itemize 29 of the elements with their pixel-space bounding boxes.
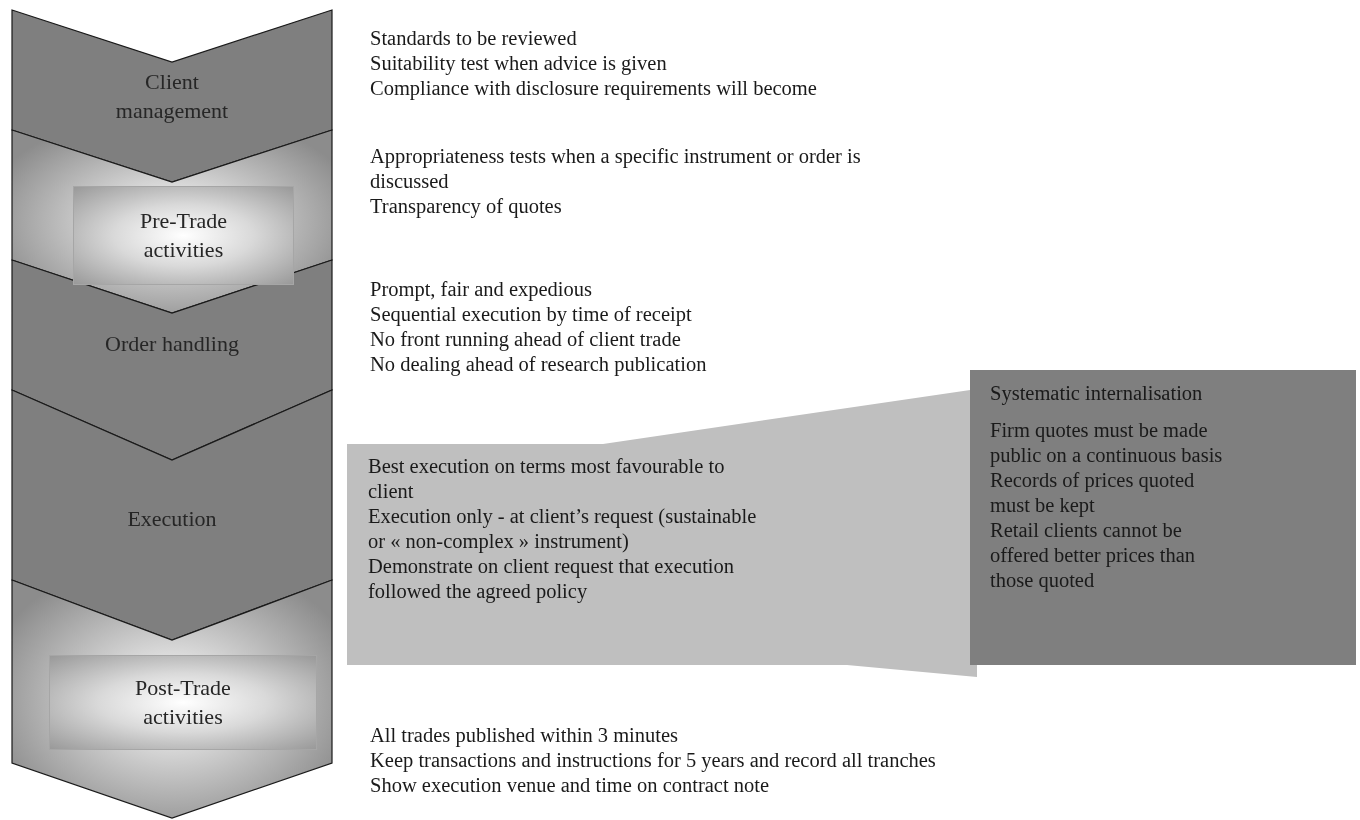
stage-label: Post-Trade activities — [49, 655, 317, 750]
note-text: Systematic internalisation — [990, 381, 1204, 406]
note-text: All trades published within 3 minutes — [370, 723, 680, 748]
chevron-shape — [11, 9, 333, 183]
note-text: Prompt, fair and expedious — [370, 277, 594, 302]
stage-label: Pre-Trade activities — [73, 186, 294, 285]
chevron-shape — [11, 259, 333, 461]
note-text: Execution only - at client’s request (sustainable or « non-complex » instrument) — [368, 504, 758, 554]
note-text: Keep transactions and instructions for 5 years and record all tranches — [370, 748, 937, 773]
note-text: No dealing ahead of research publication — [370, 352, 708, 377]
note-text: Standards to be reviewed — [370, 26, 578, 51]
note-text: Sequential execution by time of receipt — [370, 302, 693, 327]
note-text: Retail clients cannot be offered better prices than those quoted — [990, 518, 1197, 593]
callout-shape — [347, 389, 977, 677]
info-panel — [970, 370, 1356, 665]
chevron-shape — [11, 389, 333, 641]
stage-label: Execution — [126, 505, 218, 533]
note-text: Records of prices quoted must be kept — [990, 468, 1196, 518]
note-text: Compliance with disclosure requirements will become — [370, 76, 818, 101]
note-text: Show execution venue and time on contract note — [370, 773, 771, 798]
stage-label: Client management — [114, 68, 230, 125]
note-text: Best execution on terms most favourable to client — [368, 454, 726, 504]
note-text: Suitability test when advice is given — [370, 51, 668, 76]
note-text: Firm quotes must be made public on a continuous basis — [990, 418, 1224, 468]
note-text: Demonstrate on client request that execution followed the agreed policy — [368, 554, 736, 604]
note-text: No front running ahead of client trade — [370, 327, 682, 352]
stage-label: Order handling — [104, 330, 240, 358]
note-text: Appropriateness tests when a specific instrument or order is discussed — [370, 144, 862, 194]
note-text: Transparency of quotes — [370, 194, 563, 219]
